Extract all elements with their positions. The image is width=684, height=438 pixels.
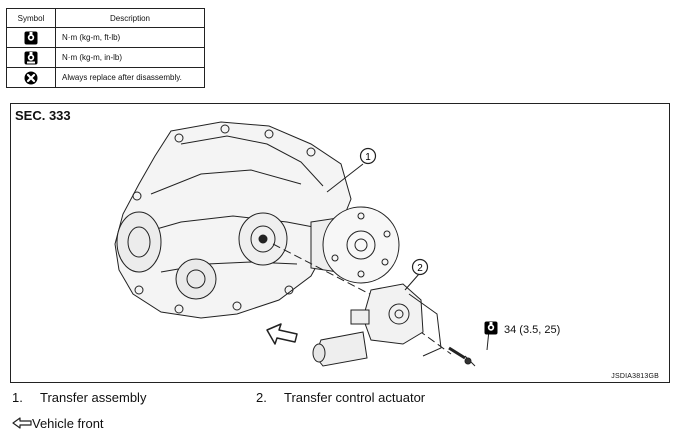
legend-description: N·m (kg-m, ft-lb) bbox=[55, 27, 205, 48]
transfer-assembly-drawing: 1 2 bbox=[114, 121, 498, 367]
vehicle-front-legend: Vehicle front bbox=[12, 416, 104, 431]
section-label: SEC. 333 bbox=[15, 108, 71, 123]
caption-item-1: 1. Transfer assembly bbox=[12, 390, 146, 405]
callout-2-circle bbox=[411, 258, 429, 276]
torque-wrench-icon bbox=[484, 321, 498, 335]
legend-header-symbol: Symbol bbox=[6, 8, 56, 28]
callout-2-label: 2 bbox=[417, 263, 423, 274]
torque-spec: 34 (3.5, 25) bbox=[504, 324, 561, 336]
torque-wrench-small-icon bbox=[24, 51, 38, 64]
caption-text: Transfer assembly bbox=[40, 390, 147, 405]
legend-description: Always replace after disassembly. bbox=[55, 67, 205, 88]
symbol-legend-table: Symbol Description N·m (kg-m, ft-lb) N·m… bbox=[6, 8, 205, 88]
caption-number: 2. bbox=[256, 390, 267, 405]
replace-part-icon bbox=[24, 71, 38, 84]
legend-row: N·m (kg-m, ft-lb) bbox=[6, 27, 205, 48]
figure-code: JSDIA3813GB bbox=[611, 373, 659, 380]
legend-header-row: Symbol Description bbox=[6, 8, 205, 28]
torque-wrench-icon bbox=[24, 31, 38, 44]
callout-1-label: 1 bbox=[365, 152, 371, 163]
caption-text: Transfer control actuator bbox=[284, 390, 426, 405]
vehicle-front-label: Vehicle front bbox=[32, 416, 104, 431]
legend-description: N·m (kg-m, in-lb) bbox=[55, 47, 205, 68]
legend-row: N·m (kg-m, in-lb) bbox=[6, 47, 205, 68]
vehicle-front-arrow-icon bbox=[12, 417, 32, 429]
callout-1-circle bbox=[359, 147, 377, 165]
legend-row: Always replace after disassembly. bbox=[6, 67, 205, 88]
vehicle-front-arrow-icon bbox=[266, 323, 298, 345]
exploded-view-figure: 1 2 SEC. 333 34 (3.5, 25) JSDIA3813GB bbox=[10, 103, 670, 383]
caption-item-2: 2. Transfer control actuator bbox=[256, 390, 425, 405]
caption-number: 1. bbox=[12, 390, 23, 405]
legend-header-description: Description bbox=[55, 8, 205, 28]
